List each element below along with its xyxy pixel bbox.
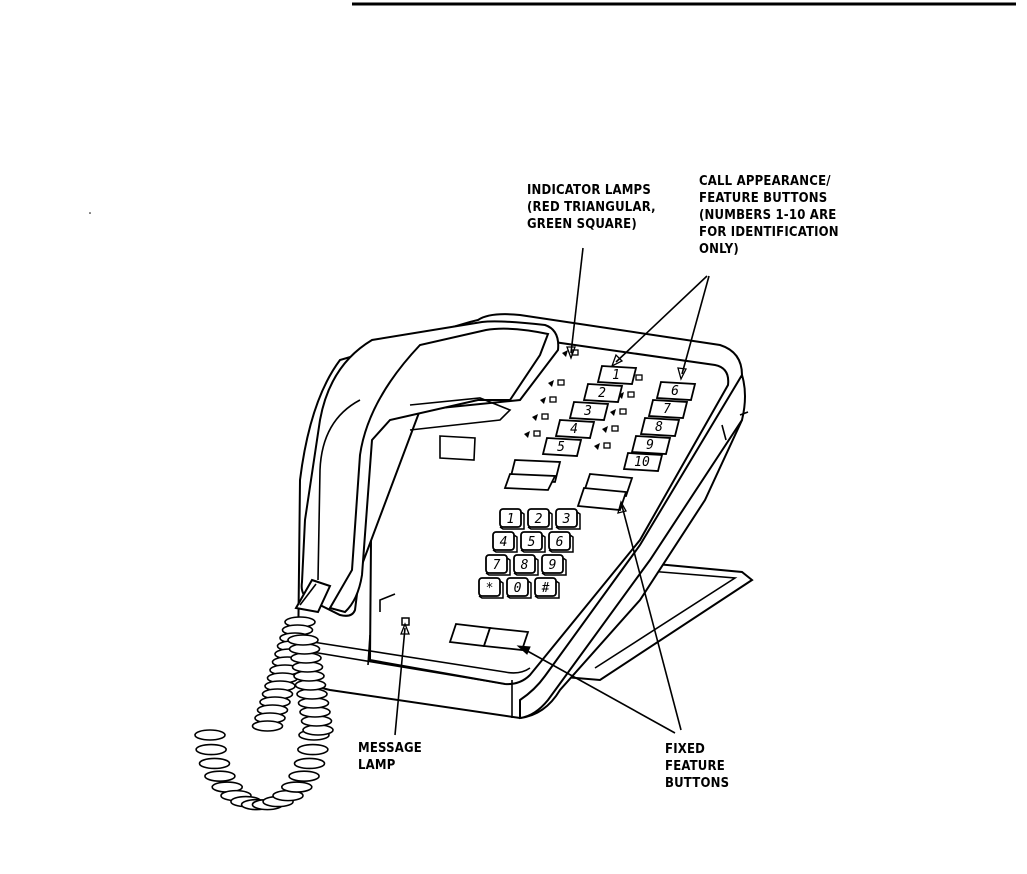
cord-coil [287,634,319,646]
dial-key-label: # [541,581,550,596]
dial-key-8[interactable]: 8 [513,554,539,576]
dial-key-5[interactable]: 5 [520,531,546,553]
message_lamp-line: MESSAGE [358,741,422,756]
dial-key-3[interactable]: 3 [555,508,581,530]
call-button-9[interactable]: 9 [630,435,672,455]
call_appearance-line: FOR IDENTIFICATION [699,225,839,240]
call-button-7[interactable]: 7 [647,399,689,419]
dial-key-6[interactable]: 6 [548,531,574,553]
coiled-cord [194,616,334,811]
label-fixed-feature: FIXED FEATURE BUTTONS [665,742,729,791]
dial-key-star[interactable]: * [478,577,504,599]
handset [300,320,560,617]
cord-plug [294,578,332,614]
dial-key-label: * [486,581,494,596]
dial-key-label: 6 [556,535,564,550]
dial-key-label: 0 [514,581,522,596]
dial-key-2[interactable]: 2 [527,508,553,530]
label-message-lamp: MESSAGE LAMP [358,741,422,773]
cord-coil [204,770,236,782]
dial-key-hash[interactable]: # [534,577,560,599]
call-button-4-label: 4 [570,422,578,437]
call_appearance-line: FEATURE BUTTONS [699,191,827,206]
fixed_feature-line: FIXED [665,742,705,757]
cord-coil [288,770,320,782]
dial-key-label: 7 [493,558,501,573]
label-indicator-lamps: INDICATOR LAMPS (RED TRIANGULAR, GREEN SQU… [527,183,656,232]
cord-coil [195,743,227,756]
leader-lines [394,247,710,736]
dial-key-7[interactable]: 7 [485,554,511,576]
call-button-6[interactable]: 6 [655,381,697,401]
fixed-feature-buttons[interactable] [448,623,530,651]
indicator_lamps-line: INDICATOR LAMPS [527,183,651,198]
indicator_lamps-line: (RED TRIANGULAR, [527,200,656,215]
dial-key-1[interactable]: 1 [499,508,525,530]
dial-key-0[interactable]: 0 [506,577,532,599]
call-button-5-label: 5 [557,440,565,455]
label-call-appearance: CALL APPEARANCE/FEATURE BUTTONS (NUMBERS … [699,174,839,257]
dial-key-label: 9 [549,558,557,573]
dial-key-label: 5 [528,535,536,550]
dial-key-label: 1 [507,512,515,527]
fixed_feature-line: BUTTONS [665,776,729,791]
call-button-1-label: 1 [612,368,620,383]
cord-coil [297,743,329,756]
call_appearance-line: CALL APPEARANCE/ [699,174,831,189]
call-button-3[interactable]: 3 [568,401,610,421]
cord-coil [293,757,326,770]
dial-key-label: 8 [521,558,529,573]
speck [89,212,91,214]
call-button-8[interactable]: 8 [639,417,681,437]
cord-coil [280,781,313,793]
dial-key-label: 4 [500,535,508,550]
call-button-3-label: 3 [583,404,592,419]
call-button-7-label: 7 [663,402,671,417]
dial-key-4[interactable]: 4 [492,531,518,553]
blank-feature-buttons[interactable] [503,459,634,511]
fixed_feature-line: FEATURE [665,759,725,774]
call-button-5[interactable]: 5 [541,437,583,457]
call-button-2[interactable]: 2 [582,383,624,403]
call-button-8-label: 8 [655,420,663,435]
dial-key-label: 2 [535,512,543,527]
dial-key-9[interactable]: 9 [541,554,567,576]
call-button-9-label: 9 [646,438,654,453]
dial-pad[interactable]: 1 2 3 4 5 6 7 8 9 * 0 # [478,508,581,599]
call-button-1[interactable]: 1 [596,365,638,385]
cord-coil [251,720,284,732]
dial-key-label: 3 [562,512,571,527]
indicator-lamps-left [524,349,579,438]
call-button-4[interactable]: 4 [554,419,596,439]
indicator_lamps-line: GREEN SQUARE) [527,217,637,232]
call-button-2-label: 2 [598,386,606,401]
call-button-10[interactable]: 10 [622,452,664,472]
call-button-10-label: 10 [634,455,650,470]
cord-coil [194,729,226,741]
message_lamp-line: LAMP [358,758,396,773]
call_appearance-line: (NUMBERS 1-10 ARE [699,208,836,223]
cord-coil [198,757,231,770]
call_appearance-line: ONLY) [699,242,739,257]
call-button-6-label: 6 [671,384,679,399]
